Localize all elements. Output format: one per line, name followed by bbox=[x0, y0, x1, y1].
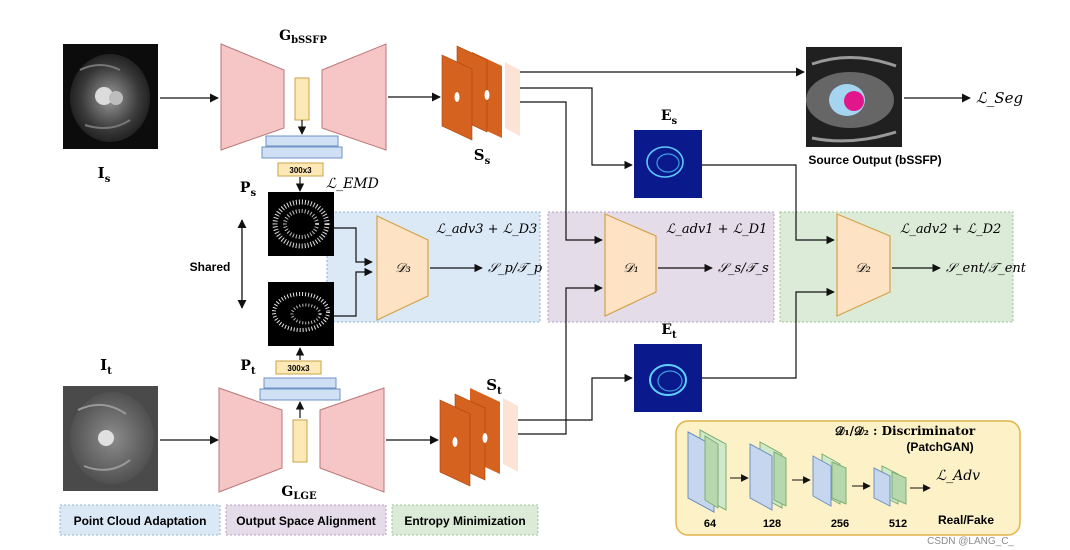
output-space-region bbox=[547, 211, 775, 323]
d2-loss-label: ℒ_adv2 + ℒ_D2 bbox=[900, 222, 1001, 237]
legend-point-cloud bbox=[59, 504, 221, 536]
legend-entropy-label: Entropy Minimization bbox=[404, 514, 525, 528]
legend-entropy bbox=[391, 504, 539, 536]
target-decoder bbox=[319, 387, 385, 493]
target-entropy-label: Et bbox=[661, 322, 677, 341]
source-feature-layer-2 bbox=[261, 146, 343, 159]
target-mri-image bbox=[63, 386, 158, 491]
source-output-label: Source Output (bSSFP) bbox=[808, 153, 941, 167]
discriminator-d2 bbox=[836, 213, 891, 317]
source-entropy-map bbox=[634, 130, 702, 198]
target-dims-box bbox=[275, 360, 322, 375]
d2-name: 𝒟₂ bbox=[855, 261, 871, 276]
source-dims-box bbox=[277, 162, 324, 177]
patchgan-subtitle: (PatchGAN) bbox=[906, 440, 973, 454]
source-point-cloud bbox=[268, 192, 334, 256]
discriminator-d1 bbox=[604, 213, 657, 317]
target-feature-layer-2 bbox=[259, 388, 341, 401]
target-generator-label: GLGE bbox=[281, 484, 317, 502]
target-point-cloud-label: Pt bbox=[240, 358, 256, 377]
source-feature-layer-1 bbox=[265, 135, 339, 147]
patchgan-title: 𝒟₁/𝒟₂ : Discriminator bbox=[835, 424, 976, 438]
source-mri-image bbox=[63, 44, 158, 149]
target-dims-label: 300x3 bbox=[287, 364, 310, 373]
arrow-et-to-d2 bbox=[702, 287, 835, 379]
source-seg-label: Ss bbox=[474, 146, 491, 167]
patchgan-layer-512 bbox=[873, 467, 891, 507]
arrow-ss-to-es bbox=[520, 87, 633, 170]
target-feature-layer-1 bbox=[263, 377, 337, 389]
patchgan-layer-256 bbox=[812, 455, 832, 507]
d3-name: 𝒟₃ bbox=[395, 261, 411, 276]
arrow-ss-to-d1 bbox=[520, 101, 603, 245]
watermark: CSDN @LANG_C_ bbox=[927, 536, 1014, 547]
point-cloud-region bbox=[326, 211, 541, 323]
target-input-label: It bbox=[100, 356, 112, 377]
arrow-pt-to-d3 bbox=[334, 267, 373, 317]
patchgan-layers: 64 128 256 512 bbox=[687, 429, 931, 530]
target-seg-label: St bbox=[486, 376, 502, 397]
target-bottleneck bbox=[292, 419, 308, 463]
source-encoder bbox=[220, 43, 285, 151]
patchgan-label-256: 256 bbox=[831, 518, 849, 530]
target-generator: 300x3 bbox=[218, 360, 385, 493]
target-entropy-map bbox=[634, 344, 702, 412]
d1-name: 𝒟₁ bbox=[623, 261, 639, 276]
source-input-label: Is bbox=[98, 164, 111, 185]
source-bottleneck bbox=[294, 77, 310, 121]
d1-output-label: 𝒮_s/𝒯_s bbox=[718, 261, 769, 276]
source-seg-maps bbox=[441, 45, 520, 141]
d1-loss-label: ℒ_adv1 + ℒ_D1 bbox=[666, 222, 767, 237]
source-decoder bbox=[321, 43, 387, 151]
arrow-st-to-d1 bbox=[518, 283, 603, 435]
source-output-image bbox=[806, 47, 902, 147]
legend-point-cloud-label: Point Cloud Adaptation bbox=[74, 514, 207, 528]
emd-loss-label: ℒ_EMD bbox=[326, 176, 379, 192]
arrow-es-to-d2 bbox=[702, 164, 835, 245]
target-seg-maps bbox=[439, 388, 518, 487]
arrow-st-to-et bbox=[518, 373, 633, 421]
target-encoder bbox=[218, 387, 283, 493]
discriminator-d3 bbox=[376, 215, 429, 321]
d3-loss-label: ℒ_adv3 + ℒ_D3 bbox=[436, 222, 537, 237]
target-point-cloud bbox=[268, 282, 334, 346]
source-dims-label: 300x3 bbox=[289, 166, 312, 175]
entropy-region bbox=[779, 211, 1014, 323]
d3-output-label: 𝒮_p/𝒯_p bbox=[488, 261, 543, 276]
d2-output-label: 𝒮_ent/𝒯_ent bbox=[946, 261, 1027, 276]
patchgan-label-64: 64 bbox=[704, 518, 717, 530]
adv-loss-label: ℒ_Adv bbox=[936, 468, 980, 484]
arrow-ps-to-d3 bbox=[334, 227, 373, 267]
legend-output-space-label: Output Space Alignment bbox=[236, 514, 376, 528]
source-point-cloud-label: Ps bbox=[240, 180, 257, 199]
source-generator-label: GbSSFP bbox=[279, 28, 327, 46]
patchgan-layer-128 bbox=[749, 443, 773, 511]
patchgan-output-label: Real/Fake bbox=[938, 513, 994, 527]
source-entropy-label: Es bbox=[661, 108, 678, 127]
shared-label: Shared bbox=[190, 260, 231, 274]
patchgan-label-128: 128 bbox=[763, 518, 781, 530]
seg-loss-label: ℒ_Seg bbox=[976, 89, 1023, 107]
source-generator: 300x3 bbox=[220, 43, 387, 177]
patchgan-label-512: 512 bbox=[889, 518, 907, 530]
legend-output-space bbox=[225, 504, 387, 536]
